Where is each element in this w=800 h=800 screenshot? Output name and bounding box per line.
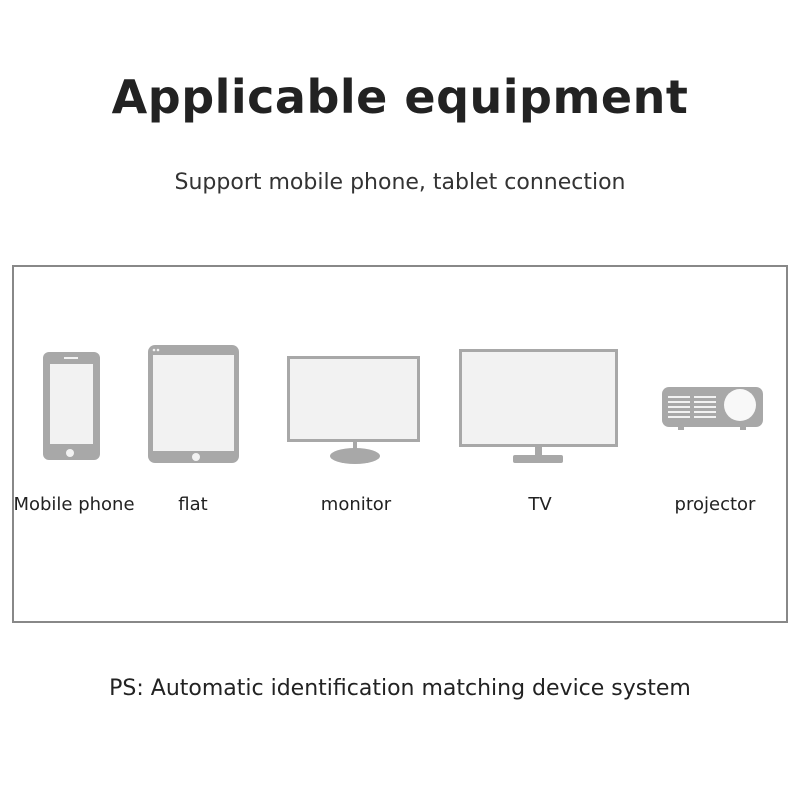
page-title: Applicable equipment bbox=[111, 70, 689, 124]
footer-note: PS: Automatic identification matching de… bbox=[109, 676, 691, 701]
tablet-icon bbox=[148, 345, 239, 463]
device-label-flat: flat bbox=[178, 494, 208, 515]
tv-icon bbox=[459, 349, 618, 463]
monitor-icon bbox=[287, 356, 420, 464]
mobile-phone-icon bbox=[43, 352, 100, 460]
device-label-projector: projector bbox=[674, 494, 756, 515]
device-label-mobile-phone: Mobile phone bbox=[13, 494, 135, 515]
devices-panel bbox=[12, 265, 788, 623]
device-label-monitor: monitor bbox=[320, 494, 392, 515]
page-subtitle: Support mobile phone, tablet connection bbox=[174, 170, 626, 195]
device-label-tv: TV bbox=[528, 494, 552, 515]
projector-icon bbox=[662, 387, 763, 430]
